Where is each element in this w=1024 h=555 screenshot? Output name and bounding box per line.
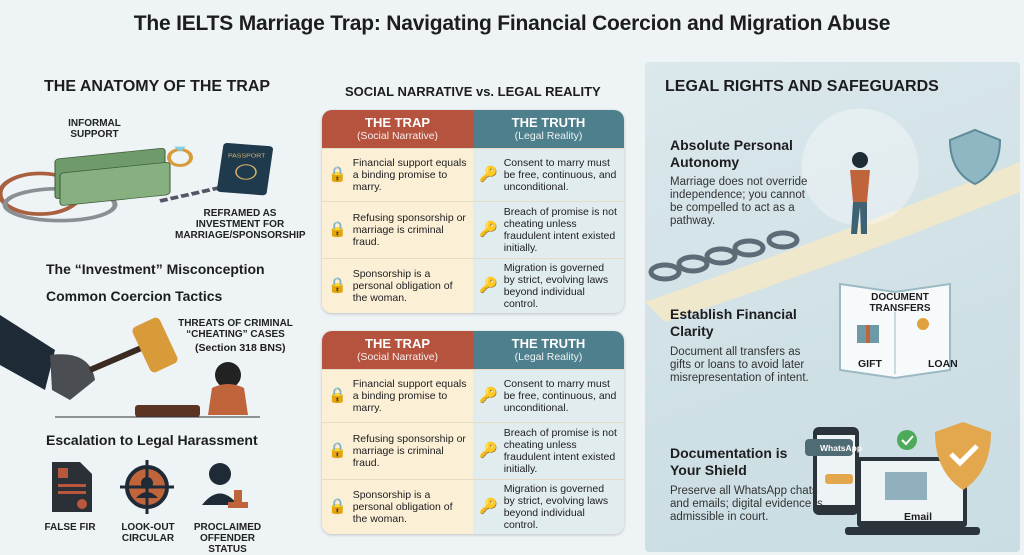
trap-subtitle: (Social Narrative) (356, 351, 439, 363)
escalation-heading: Escalation to Legal Harassment (46, 432, 258, 448)
truth-subtitle: (Legal Reality) (514, 351, 583, 363)
trap-text: Financial support equals a binding promi… (352, 378, 467, 414)
trap-header: THE TRAP(Social Narrative) (322, 110, 473, 148)
key-icon: 🔑 (479, 442, 498, 459)
shield-icon (948, 128, 1002, 186)
lock-icon: 🔒 (328, 221, 347, 238)
email-label: Email (904, 511, 933, 523)
document-transfers-label: DOCUMENT TRANSFERS (869, 292, 931, 314)
truth-text: Breach of promise is not cheating unless… (503, 206, 617, 254)
proclaimed-offender-label: PROCLAIMED OFFENDER STATUS (193, 522, 262, 555)
investment-heading: The “Investment” Misconception (46, 261, 265, 277)
truth-title: THE TRUTH (511, 336, 586, 351)
trap-title: THE TRAP (365, 336, 430, 351)
gavel-illustration (0, 315, 260, 418)
informal-support-label: INFORMAL SUPPORT (68, 118, 121, 140)
truth-text: Breach of promise is not cheating unless… (503, 427, 617, 475)
trap-text: Sponsorship is a personal obligation of … (352, 268, 453, 304)
safeguards-illustrations (645, 108, 1020, 535)
gift-label: GIFT (858, 358, 882, 370)
trap-text: Financial support equals a binding promi… (352, 157, 467, 193)
truth-header: THE TRUTH(Legal Reality) (473, 331, 624, 369)
safeguards-heading: LEGAL RIGHTS AND SAFEGUARDS (665, 78, 939, 95)
trap-text: Refusing sponsorship or marriage is crim… (352, 212, 466, 248)
passport-text: PASSPORT (228, 153, 266, 159)
key-icon: 🔑 (479, 277, 498, 294)
clarity-text: Document all transfers as gifts or loans… (670, 346, 809, 384)
target-icon (120, 460, 174, 514)
comparison-table-2: THE TRAP(Social Narrative) THE TRUTH(Leg… (322, 331, 624, 534)
whatsapp-label: WhatsApp (820, 443, 863, 453)
coercion-heading: Common Coercion Tactics (46, 288, 223, 304)
lock-icon: 🔒 (328, 277, 347, 294)
trap-text: Sponsorship is a personal obligation of … (352, 489, 453, 525)
loan-label: LOAN (928, 358, 958, 370)
false-fir-label: FALSE FIR (44, 522, 96, 533)
lock-icon: 🔒 (328, 166, 347, 183)
comparison-table-1: THE TRAP(Social Narrative) THE TRUTH(Leg… (322, 110, 624, 313)
truth-text: Consent to marry must be free, continuou… (503, 378, 617, 414)
lock-icon: 🔒 (328, 498, 347, 515)
table-row: 🔒 Refusing sponsorship or marriage is cri… (322, 201, 624, 258)
truth-text: Consent to marry must be free, continuou… (503, 157, 617, 193)
key-icon: 🔑 (479, 387, 498, 404)
truth-text: Migration is governed by strict, evolvin… (503, 262, 609, 310)
trap-header: THE TRAP(Social Narrative) (322, 331, 473, 369)
section-label: (Section 318 BNS) (195, 342, 286, 354)
anatomy-heading: THE ANATOMY OF THE TRAP (44, 78, 271, 95)
table-row: 🔒 Sponsorship is a personal obligation of… (322, 258, 624, 313)
comparison-heading: SOCIAL NARRATIVE vs. LEGAL REALITY (345, 84, 601, 99)
document-icon (52, 462, 92, 512)
shield-title: Documentation is Your Shield (670, 445, 788, 478)
key-icon: 🔑 (479, 221, 498, 238)
lookout-circular-label: LOOK-OUT CIRCULAR (121, 522, 175, 544)
truth-header: THE TRUTH(Legal Reality) (473, 110, 624, 148)
autonomy-title: Absolute Personal Autonomy (670, 137, 793, 170)
table-row: 🔒 Financial support equals a binding prom… (322, 369, 624, 422)
key-icon: 🔑 (479, 498, 498, 515)
lock-icon: 🔒 (328, 442, 347, 459)
truth-text: Migration is governed by strict, evolvin… (503, 483, 609, 531)
trap-title: THE TRAP (365, 115, 430, 130)
truth-title: THE TRUTH (511, 115, 586, 130)
table-row: 🔒 Sponsorship is a personal obligation of… (322, 479, 624, 534)
trap-subtitle: (Social Narrative) (356, 130, 439, 142)
stamp-icon (202, 463, 248, 508)
clarity-title: Establish Financial Clarity (670, 306, 797, 339)
autonomy-text: Marriage does not override independence;… (670, 176, 808, 227)
truth-subtitle: (Legal Reality) (514, 130, 583, 142)
key-icon: 🔑 (479, 166, 498, 183)
trap-text: Refusing sponsorship or marriage is crim… (352, 433, 466, 469)
reframed-label: REFRAMED AS INVESTMENT FOR MARRIAGE/SPON… (175, 208, 306, 241)
threats-label: THREATS OF CRIMINAL “CHEATING” CASES (178, 318, 293, 340)
page-title: The IELTS Marriage Trap: Navigating Fina… (133, 12, 891, 35)
lock-icon: 🔒 (328, 387, 347, 404)
table-row: 🔒 Refusing sponsorship or marriage is cri… (322, 422, 624, 479)
table-row: 🔒 Financial support equals a binding prom… (322, 148, 624, 201)
shield-text: Preserve all WhatsApp chats and emails; … (670, 485, 823, 523)
money-chain-illustration: PASSPORT (0, 143, 274, 223)
check-shield-icon (935, 422, 991, 490)
broken-chain-icon (648, 230, 800, 282)
